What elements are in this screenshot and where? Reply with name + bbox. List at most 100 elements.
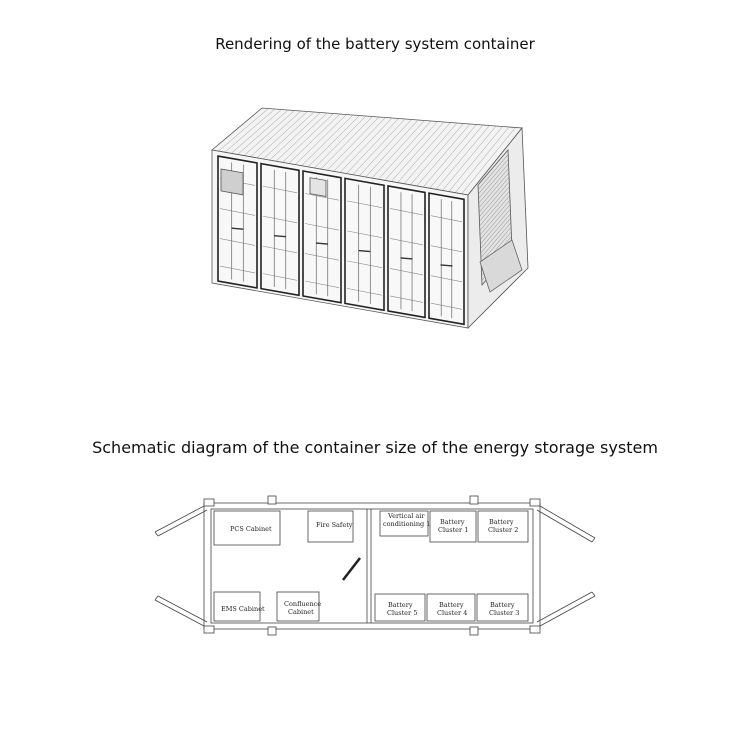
roof-rib [250,110,302,157]
pcs-cabinet-box [213,510,281,546]
container-door [387,184,426,319]
roof-rib [397,122,451,183]
door-handle [400,257,413,260]
door-rail [430,215,463,223]
door-rail [262,245,298,254]
container-door [302,170,342,304]
roof-rib [384,121,438,181]
container-door [260,162,300,297]
bc5-label-2: Cluster 5 [387,609,417,617]
fire-safety-label: Fire Safety [316,521,353,529]
door-vent-hood [220,168,244,196]
roof-rib [359,119,412,177]
ems-cabinet-label: EMS Cabinet [221,605,265,613]
bc1-label-1: Battery [440,518,465,526]
door-rail [430,275,463,283]
roof-rib [403,122,458,184]
louver-slat [480,222,512,258]
louver-slat [478,177,510,213]
roof-rib [288,113,341,164]
door-rail [430,245,463,253]
door-rail [304,253,340,261]
container-door [428,192,465,326]
roof-rib [307,115,360,168]
louver-slat [477,154,509,190]
door-rail [304,280,340,288]
door-rail [262,273,298,281]
door-handle [231,227,244,230]
roof-rib [320,116,373,170]
door-rail [219,238,256,246]
roof-rib [461,127,516,195]
floor-plan [154,495,596,636]
door-rail [346,260,383,269]
roof-rib [448,126,503,192]
roof-rib [237,109,289,155]
louver-slat [479,195,511,231]
bc5-label-1: Battery [388,601,413,609]
roof-rib [435,125,490,190]
roof-rib [423,124,477,188]
roof-rib [371,120,425,179]
roof-rib [263,111,315,160]
door-rail [430,302,463,310]
roof-rib [378,120,432,180]
roof-rib [327,116,380,171]
louver-slat [479,181,510,217]
bc1-label-2: Cluster 1 [438,526,468,534]
louver-slat [478,168,509,204]
roof-corrugation [218,108,516,195]
bc2-label-1: Battery [489,518,514,526]
fittings [203,495,541,636]
right-open-doors [536,505,596,627]
rendering-title: Rendering of the battery system containe… [215,35,535,53]
roof-rib [346,118,399,174]
pcs-cabinet-label: PCS Cabinet [230,525,272,533]
louver-slat [478,158,509,195]
fire-safety-box [307,510,354,543]
left-open-doors [154,505,208,627]
roof-rib [282,113,334,163]
door-rail [219,208,256,216]
bc4-box [426,593,476,622]
door-rail [346,288,383,296]
roof-rib [314,115,367,169]
roof-rib [442,125,497,191]
roof-rib [410,123,464,186]
door-panel [309,177,327,197]
roof-rib [352,118,406,175]
confluence-label-2: Cabinet [288,608,314,616]
roof-rib [365,119,419,178]
door-rail [304,223,340,231]
louver-slat [478,163,509,199]
door-handle [440,264,453,267]
container-rendering [211,107,529,329]
container-doors [217,155,465,326]
door-handle [315,242,329,245]
door-rail [389,208,424,216]
roof-rib [295,114,347,165]
bc3-box [476,593,529,622]
bc2-box [477,510,529,543]
roof-rib [218,108,269,152]
bc3-label-2: Cluster 3 [489,609,519,617]
bc1-box [429,510,477,543]
roof-rib [243,110,295,156]
door-rail [389,295,424,303]
bc4-label-1: Battery [439,601,464,609]
door-rail [304,193,340,201]
door-rail [389,238,424,246]
door-handle [358,249,371,253]
door-rail [346,230,383,239]
vac-label-1: Vertical air [387,512,425,520]
vac-box [379,510,429,537]
roof-rib [333,117,386,172]
door-rail [389,268,424,276]
roof-rib [429,124,484,189]
end-ac-unit [479,239,523,293]
louver-slat [478,172,510,208]
roof-rib [231,109,282,154]
bc4-label-2: Cluster 4 [437,609,467,617]
louver-slat [480,227,512,263]
